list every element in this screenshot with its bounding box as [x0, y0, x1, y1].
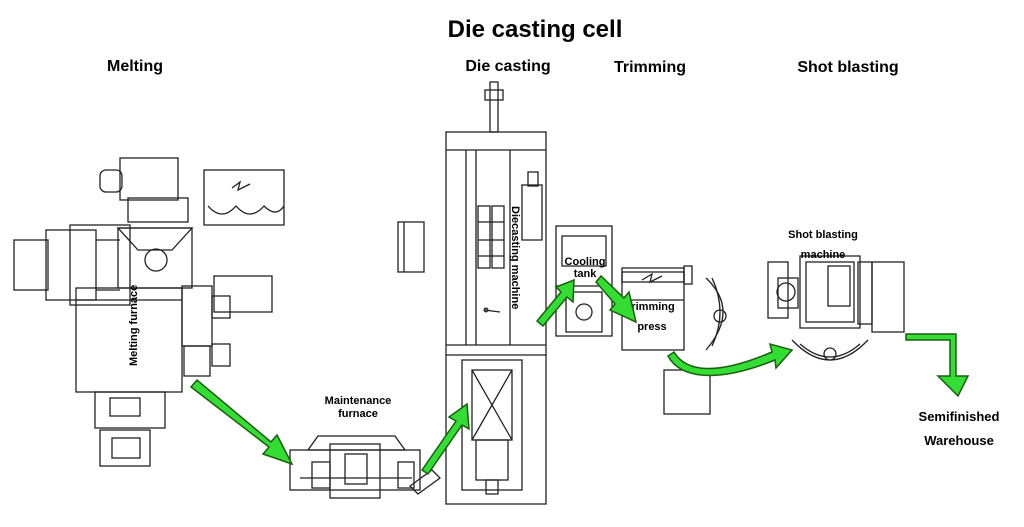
- trimming-press-drawing: [621, 265, 727, 415]
- section-label-melting: Melting: [107, 58, 163, 75]
- label-trimming-press-line2: press: [637, 321, 666, 333]
- label-trimming-press-line1: Trimming: [625, 301, 675, 313]
- flow-arrow-diecasting-to-cooling: [535, 278, 575, 328]
- label-cooling-tank-line2: tank: [574, 268, 598, 280]
- label-maintenance-furnace-line1: Maintenance: [325, 395, 392, 407]
- diagram-title: Die casting cell: [448, 16, 623, 43]
- label-warehouse-line2: Warehouse: [924, 433, 994, 448]
- section-label-trimming: Trimming: [614, 59, 686, 76]
- flow-arrow-trimming-to-shotblasting: [667, 342, 794, 377]
- melting-furnace-drawing: [13, 157, 285, 467]
- section-label-die-casting: Die casting: [465, 58, 550, 75]
- label-shot-blasting-machine-line1: Shot blasting: [788, 229, 858, 241]
- section-label-shot-blasting: Shot blasting: [797, 59, 898, 76]
- label-melting-furnace: Melting furnace: [128, 285, 140, 366]
- flow-arrows: [189, 274, 970, 476]
- label-cooling-tank-line1: Cooling: [565, 256, 606, 268]
- shot-blasting-machine-drawing: [767, 255, 905, 361]
- label-diecasting-machine: Diecasting machine: [509, 206, 521, 309]
- flow-arrow-cooling-to-trimming: [595, 274, 638, 324]
- maintenance-furnace-drawing: [289, 435, 441, 499]
- label-shot-blasting-machine-line2: machine: [801, 249, 846, 261]
- label-maintenance-furnace-line2: furnace: [338, 408, 378, 420]
- label-warehouse-line1: Semifinished: [919, 409, 1000, 424]
- flow-arrow-shotblasting-to-warehouse: [905, 333, 970, 398]
- diecasting-machine-drawing: [397, 81, 547, 505]
- flow-arrow-maintenance-to-diecasting: [420, 402, 470, 476]
- flow-arrow-melting-to-maintenance: [189, 378, 294, 466]
